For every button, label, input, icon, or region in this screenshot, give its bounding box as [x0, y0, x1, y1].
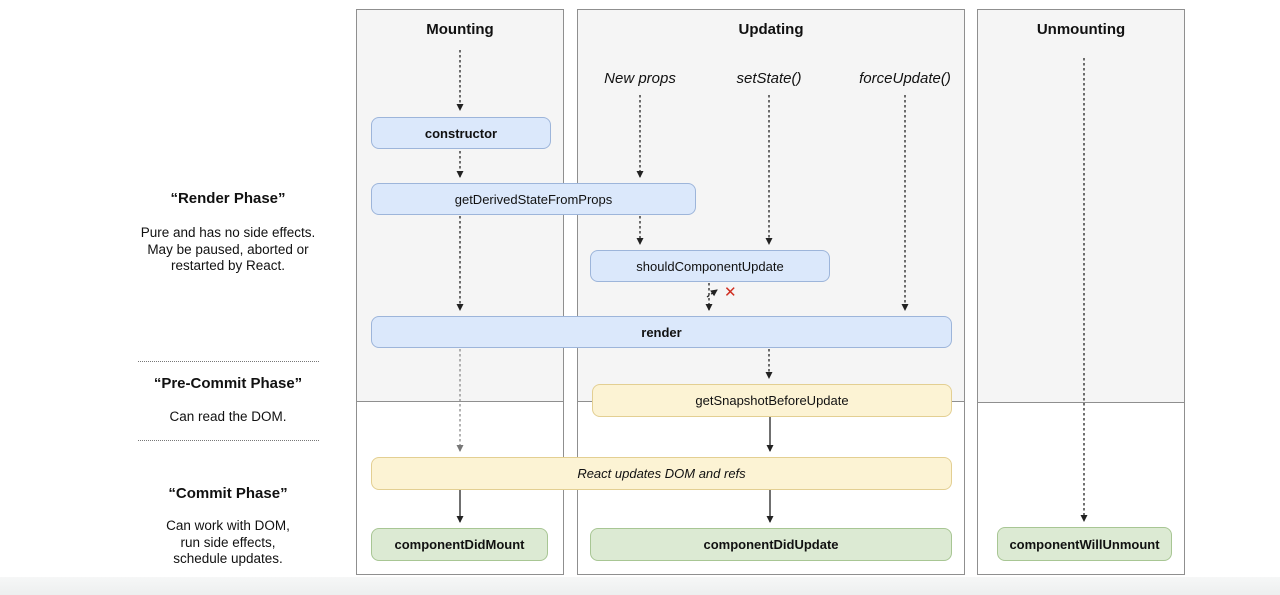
- phase-divider: [138, 361, 319, 362]
- get-snapshot-before-update-box: getSnapshotBeforeUpdate: [592, 384, 952, 417]
- pre-commit-phase-description: Can read the DOM.: [98, 409, 358, 426]
- unmounting-title: Unmounting: [1036, 21, 1126, 38]
- commit-phase-line: schedule updates.: [173, 551, 283, 566]
- updating-title: Updating: [738, 21, 804, 38]
- commit-phase-description: Can work with DOM, run side effects, sch…: [98, 518, 358, 568]
- render-phase-line: restarted by React.: [170, 258, 286, 273]
- unmounting-render-region: [978, 10, 1184, 403]
- get-derived-state-from-props-box: getDerivedStateFromProps: [371, 183, 696, 215]
- unmounting-panel: Unmounting: [977, 9, 1185, 575]
- render-phase-title: “Render Phase”: [170, 190, 286, 207]
- mounting-title: Mounting: [426, 21, 494, 38]
- skip-update-x-icon: ✕: [724, 284, 737, 301]
- component-did-update-box: componentDidUpdate: [590, 528, 952, 561]
- pre-commit-phase-title: “Pre-Commit Phase”: [153, 375, 303, 392]
- should-component-update-box: shouldComponentUpdate: [590, 250, 830, 282]
- arrow-scu-false-branch: [706, 289, 718, 298]
- render-phase-description: Pure and has no side effects. May be pau…: [98, 225, 358, 275]
- commit-phase-line: Can work with DOM,: [166, 518, 290, 533]
- trigger-set-state: setState(): [736, 70, 802, 87]
- phase-divider: [138, 440, 319, 441]
- page-bottom-strip: [0, 577, 1280, 595]
- react-updates-dom-box: React updates DOM and refs: [371, 457, 952, 490]
- component-did-mount-box: componentDidMount: [371, 528, 548, 561]
- commit-phase-title: “Commit Phase”: [168, 485, 288, 502]
- pre-commit-phase-line: Can read the DOM.: [169, 409, 287, 424]
- render-phase-line: May be paused, aborted or: [147, 241, 309, 257]
- trigger-new-props: New props: [604, 70, 676, 87]
- render-phase-line: Pure and has no side effects.: [140, 225, 316, 240]
- commit-phase-line: run side effects,: [180, 534, 276, 550]
- component-will-unmount-box: componentWillUnmount: [997, 527, 1172, 561]
- constructor-box: constructor: [371, 117, 551, 149]
- render-box: render: [371, 316, 952, 348]
- trigger-force-update: forceUpdate(): [859, 70, 951, 87]
